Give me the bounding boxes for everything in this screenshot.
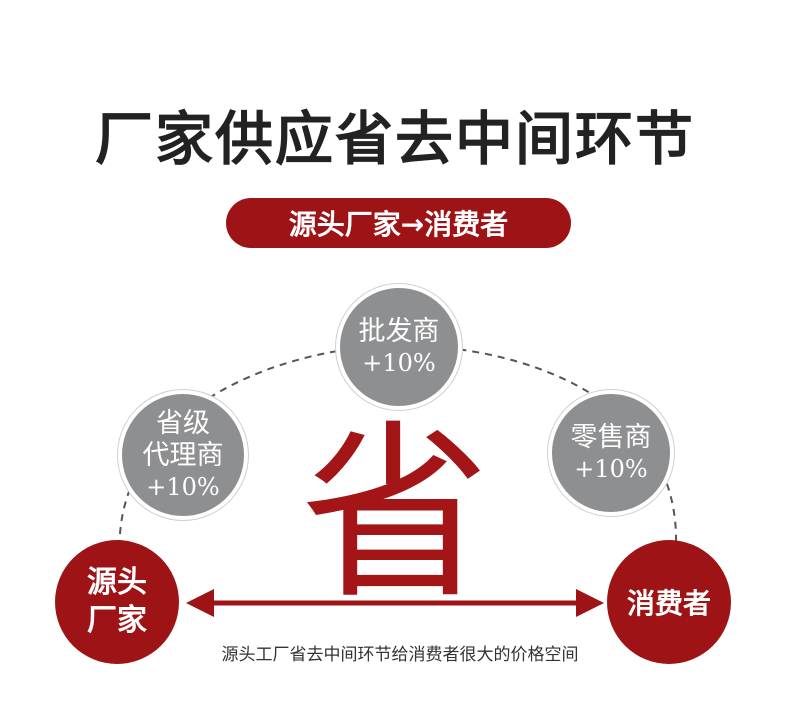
retailer-label: 零售商 [570,422,652,453]
wholesaler-pct: +10% [362,349,436,377]
node-consumer: 消费者 [607,540,731,664]
banner-pill: 源头厂家→消费者 [226,198,571,248]
node-retailer: 零售商 +10% [548,390,674,516]
retailer-pct: +10% [574,455,648,483]
agent-pct: +10% [146,473,220,501]
page-title: 厂家供应省去中间环节 [94,105,695,173]
agent-label-line2: 代理商 [142,440,224,471]
source-line2: 厂家 [87,603,147,638]
agent-label-line1: 省级 [156,408,210,439]
save-character: 省 [299,404,490,625]
source-line1: 源头 [87,565,147,600]
node-source: 源头 厂家 [55,540,179,664]
arrow-left-head [186,589,214,617]
wholesaler-label: 批发商 [358,316,440,347]
caption-text: 源头工厂省去中间环节给消费者很大的价格空间 [221,645,579,665]
node-wholesaler: 批发商 +10% [336,284,462,410]
consumer-label: 消费者 [626,587,711,620]
arrow-right-head [576,589,604,617]
node-agent: 省级 代理商 +10% [118,390,248,520]
